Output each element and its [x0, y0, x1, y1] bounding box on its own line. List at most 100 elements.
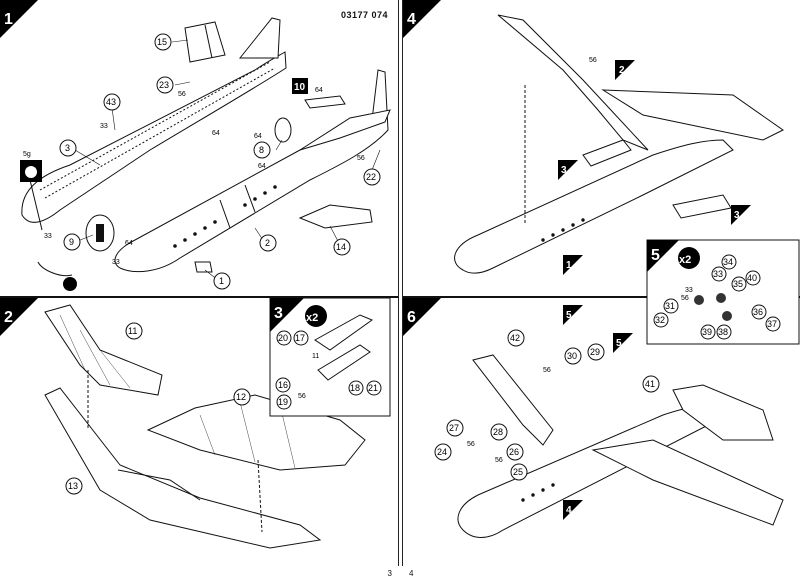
svg-text:1: 1: [566, 260, 572, 271]
part-labels-step2: [65, 322, 251, 495]
svg-text:4: 4: [566, 505, 572, 516]
label-19: 19: [278, 397, 288, 407]
label-33: 33: [713, 269, 723, 279]
step-divider: [403, 296, 800, 298]
page-number-left: 3: [387, 569, 392, 578]
svg-text:5: 5: [651, 247, 660, 264]
svg-text:3: 3: [274, 305, 283, 322]
assembly-line: [257, 459, 263, 533]
label-23: 23: [159, 80, 169, 90]
label-25: 25: [513, 467, 523, 477]
svg-text:33: 33: [44, 233, 52, 240]
callout-10: 10: [292, 78, 346, 109]
right-page: 4 2 3 3 1 56 5 x2: [402, 0, 800, 578]
label-37: 37: [767, 319, 777, 329]
svg-text:10: 10: [294, 82, 306, 93]
label-1: 1: [219, 276, 224, 286]
svg-text:11: 11: [312, 353, 319, 360]
svg-text:64: 64: [258, 163, 266, 170]
label-21: 21: [368, 383, 378, 393]
svg-text:4: 4: [407, 11, 416, 28]
label-31: 31: [665, 301, 675, 311]
label-22: 22: [366, 172, 376, 182]
step-3-inset: 3 x2: [269, 297, 391, 417]
label-32: 32: [655, 315, 665, 325]
full-aircraft-underside: [457, 354, 784, 538]
label-34: 34: [723, 257, 733, 267]
label-27: 27: [449, 423, 459, 433]
wing-upper-11: [44, 304, 163, 396]
step-6-badge: 6: [403, 298, 441, 336]
page-number-right: 4: [409, 569, 414, 578]
svg-text:64: 64: [254, 133, 262, 140]
svg-text:56: 56: [298, 393, 306, 400]
label-43: 43: [106, 97, 116, 107]
svg-text:33: 33: [100, 123, 108, 130]
label-9: 9: [69, 237, 74, 247]
svg-text:2: 2: [619, 65, 625, 76]
svg-text:56: 56: [467, 441, 475, 448]
step-1-badge: 1: [0, 0, 38, 38]
step-2-badge: 2: [0, 298, 38, 336]
svg-text:5g: 5g: [23, 151, 31, 158]
svg-text:64: 64: [315, 87, 323, 94]
svg-text:56: 56: [681, 295, 689, 302]
right-illustration: 4 2 3 3 1 56 5 x2: [403, 0, 800, 538]
part-1-tab: [194, 261, 213, 273]
part-labels-step6: [434, 329, 660, 481]
svg-text:56: 56: [543, 367, 551, 374]
assembled-fuselage: [454, 14, 784, 274]
svg-text:56: 56: [178, 91, 186, 98]
svg-text:33: 33: [685, 287, 693, 294]
label-20: 20: [278, 333, 288, 343]
svg-text:2: 2: [4, 309, 13, 326]
label-24: 24: [437, 447, 447, 457]
svg-text:5: 5: [566, 310, 572, 321]
wing-lower-13: [44, 387, 322, 549]
label-2: 2: [265, 238, 270, 248]
label-14: 14: [336, 242, 346, 252]
left-illustration: 1: [0, 0, 391, 549]
fuselage-half-2: [114, 69, 391, 273]
label-28: 28: [493, 427, 503, 437]
engine-pod-top: [582, 139, 632, 167]
left-page: 03177 074 1: [0, 0, 399, 578]
callouts-step4: [558, 60, 751, 275]
label-11: 11: [128, 326, 137, 336]
fuselage-half-3: [21, 17, 287, 231]
label-16: 16: [278, 380, 288, 390]
label-36: 36: [753, 307, 763, 317]
svg-text:x2: x2: [679, 254, 691, 266]
black-dot: [63, 277, 77, 291]
svg-text:6: 6: [407, 309, 416, 326]
part-8: [274, 117, 292, 143]
svg-text:56: 56: [589, 57, 597, 64]
svg-text:3: 3: [561, 165, 567, 176]
svg-text:3: 3: [734, 210, 740, 221]
svg-text:5: 5: [616, 338, 622, 349]
svg-text:33: 33: [112, 259, 120, 266]
label-8: 8: [259, 145, 264, 155]
part-14-tailplane: [298, 204, 373, 229]
label-26: 26: [509, 447, 519, 457]
svg-text:1: 1: [4, 11, 13, 28]
label-12: 12: [236, 392, 246, 402]
step-divider: [0, 296, 398, 298]
label-35: 35: [733, 279, 743, 289]
svg-text:x2: x2: [306, 312, 318, 324]
svg-text:56: 56: [357, 155, 365, 162]
callouts-step6: [563, 305, 633, 520]
step-4-badge: 4: [403, 0, 441, 38]
label-15: 15: [157, 37, 167, 47]
step-5-inset: 5 x2: [646, 239, 800, 345]
catalog-code: 03177 074: [340, 10, 388, 20]
label-38: 38: [718, 327, 728, 337]
weight-icon: 5g: [20, 151, 42, 182]
label-18: 18: [350, 383, 360, 393]
part-15-tail: [184, 21, 226, 63]
label-3: 3: [65, 143, 70, 153]
svg-text:56: 56: [495, 457, 503, 464]
label-17: 17: [295, 333, 305, 343]
label-39: 39: [702, 327, 712, 337]
label-41: 41: [645, 379, 655, 389]
